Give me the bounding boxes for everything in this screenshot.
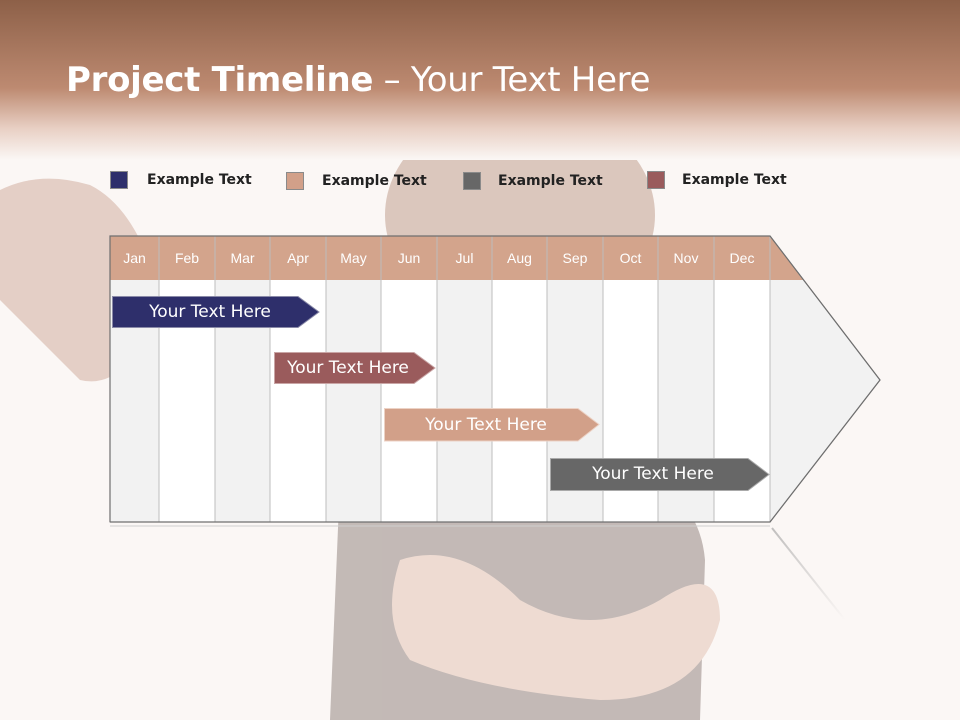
month-label-jun: Jun — [397, 250, 421, 266]
task-bar-label: Your Text Here — [592, 464, 714, 484]
task-bar-3[interactable]: Your Text Here — [384, 408, 600, 442]
task-bar-shape — [274, 352, 436, 384]
task-bar-label: Your Text Here — [287, 358, 409, 378]
legend-label: Example Text — [322, 173, 427, 189]
legend-swatch — [647, 171, 665, 189]
month-label-aug: Aug — [507, 250, 532, 266]
legend-label: Example Text — [147, 172, 252, 188]
legend-swatch — [286, 172, 304, 190]
title-bold: Project Timeline — [66, 60, 374, 100]
legend-swatch — [463, 172, 481, 190]
month-label-sep: Sep — [562, 250, 588, 266]
task-bar-label: Your Text Here — [425, 415, 547, 435]
title-rest: – Your Text Here — [373, 60, 651, 100]
month-header-row — [110, 236, 803, 280]
legend-swatch — [110, 171, 128, 189]
task-bar-2[interactable]: Your Text Here — [274, 352, 436, 384]
month-label-jan: Jan — [123, 250, 146, 266]
month-column — [381, 280, 437, 522]
slide-title: Project Timeline – Your Text Here — [66, 60, 651, 100]
task-bar-1[interactable]: Your Text Here — [112, 296, 320, 328]
task-bar-shape — [112, 296, 320, 328]
month-label-feb: Feb — [174, 250, 200, 266]
month-label-oct: Oct — [619, 250, 642, 266]
month-label-dec: Dec — [729, 250, 755, 266]
task-bar-4[interactable]: Your Text Here — [550, 458, 770, 491]
task-bar-shape — [550, 458, 770, 491]
legend-label: Example Text — [498, 173, 603, 189]
reflection-right — [771, 527, 846, 621]
month-label-apr: Apr — [287, 250, 309, 266]
task-bar-shape — [384, 408, 600, 442]
month-column — [492, 280, 547, 522]
legend-label: Example Text — [682, 172, 787, 188]
month-label-may: May — [340, 250, 367, 266]
task-bar-label: Your Text Here — [149, 302, 271, 322]
month-label-mar: Mar — [230, 250, 255, 266]
month-label-jul: Jul — [455, 250, 474, 266]
month-label-nov: Nov — [673, 250, 699, 266]
